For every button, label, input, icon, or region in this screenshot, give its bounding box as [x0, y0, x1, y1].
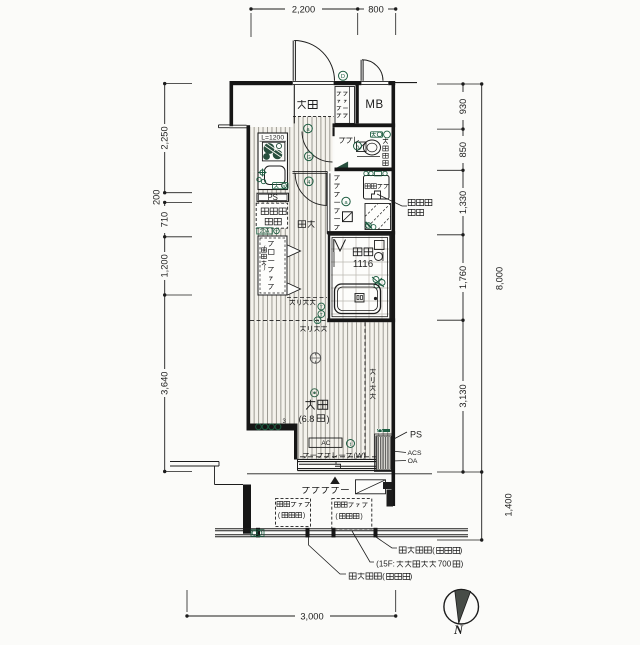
- svg-text:1,330: 1,330: [458, 191, 468, 214]
- svg-text:): ): [461, 560, 464, 569]
- svg-text:1,400: 1,400: [504, 493, 514, 516]
- svg-text:a: a: [344, 200, 348, 206]
- svg-text:(: (: [432, 546, 435, 555]
- svg-text:): ): [460, 546, 463, 555]
- svg-text:700: 700: [438, 560, 452, 569]
- svg-text:): ): [326, 414, 329, 424]
- svg-text:N: N: [453, 623, 464, 637]
- svg-text:): ): [410, 572, 413, 581]
- svg-text:930: 930: [458, 99, 468, 115]
- svg-text:AC: AC: [321, 440, 330, 447]
- svg-text:3,000: 3,000: [300, 611, 323, 621]
- svg-text:2,250: 2,250: [160, 126, 170, 149]
- svg-text:T: T: [275, 229, 278, 234]
- svg-text:t: t: [350, 442, 352, 448]
- svg-text:): ): [264, 265, 266, 271]
- svg-text:ACS: ACS: [408, 450, 422, 457]
- svg-text:MB: MB: [365, 99, 383, 111]
- svg-text:): ): [303, 513, 305, 520]
- svg-text:L=1200: L=1200: [261, 135, 284, 142]
- svg-text:D: D: [341, 74, 345, 80]
- svg-text:3: 3: [283, 419, 287, 425]
- svg-text:200: 200: [152, 190, 162, 206]
- svg-text:G: G: [316, 319, 320, 324]
- svg-text:800: 800: [368, 4, 384, 14]
- svg-text:(: (: [335, 514, 338, 521]
- svg-text:a: a: [356, 145, 360, 151]
- svg-text:(6.8: (6.8: [299, 414, 315, 424]
- svg-text:a: a: [306, 127, 310, 133]
- svg-text:(: (: [278, 513, 281, 520]
- svg-text:1,760: 1,760: [458, 266, 468, 289]
- svg-text:1116: 1116: [353, 259, 374, 270]
- svg-text:850: 850: [458, 142, 468, 158]
- svg-text:1,200: 1,200: [160, 254, 170, 277]
- svg-text:(15F:: (15F:: [376, 560, 395, 569]
- svg-text:PS: PS: [267, 193, 277, 202]
- svg-text:(: (: [382, 572, 385, 581]
- svg-text:(: (: [264, 246, 266, 252]
- svg-text:R: R: [282, 184, 286, 190]
- svg-text:710: 710: [160, 212, 170, 228]
- svg-text:G: G: [307, 155, 311, 161]
- svg-text:3,130: 3,130: [458, 384, 468, 407]
- svg-text:OA: OA: [408, 458, 418, 465]
- svg-text:PS: PS: [410, 430, 422, 440]
- svg-text:20A: 20A: [260, 229, 270, 235]
- svg-text:3,640: 3,640: [160, 372, 170, 395]
- svg-text:8,000: 8,000: [495, 267, 505, 290]
- svg-text:T: T: [320, 312, 323, 317]
- svg-text:): ): [360, 514, 362, 521]
- svg-text:T: T: [320, 305, 323, 310]
- svg-text:(W): (W): [354, 451, 366, 460]
- svg-text:4: 4: [307, 180, 310, 186]
- svg-text:2,200: 2,200: [292, 4, 315, 14]
